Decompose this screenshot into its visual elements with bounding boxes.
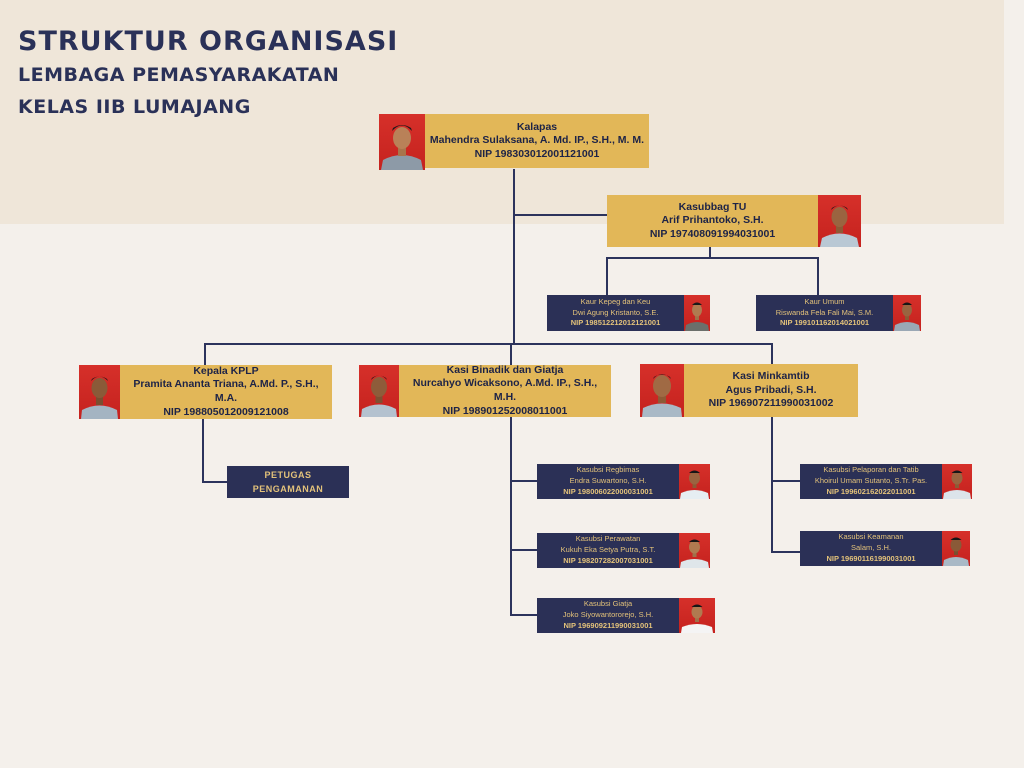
- connector-line: [202, 481, 227, 483]
- node-name: Dwi Agung Kristanto, S.E.: [572, 307, 659, 317]
- node-nip: NIP 198207282007031001: [563, 555, 653, 565]
- header-band: [0, 0, 1004, 224]
- node-nip: NIP 197408091994031001: [649, 227, 776, 240]
- connector-line: [510, 549, 537, 551]
- kalapas-photo: [379, 114, 425, 170]
- connector-line: [817, 257, 819, 295]
- node-name: Kukuh Eka Setya Putra, S.T.: [560, 545, 656, 555]
- node-role: Kasubbag TU: [678, 200, 747, 213]
- node-name: Khoirul Umam Sutanto, S.Tr. Pas.: [814, 476, 928, 486]
- kepala-kplp-photo: [79, 365, 120, 419]
- connector-line: [202, 419, 204, 482]
- node-nip: NIP 198512212012121001: [570, 318, 661, 328]
- kasubsi-keamanan-photo: [942, 531, 970, 566]
- connector-line: [510, 614, 537, 616]
- kasubsi-perawatan-box: Kasubsi Perawatan Kukuh Eka Setya Putra,…: [537, 533, 679, 568]
- kaur-umum-photo: [893, 295, 921, 331]
- node-role: Kasubsi Pelaporan dan Tatib: [823, 465, 919, 475]
- node-role: Kasubsi Perawatan: [575, 534, 641, 544]
- node-name: Nurcahyo Wicaksono, A.Md. IP., S.H., M.H…: [412, 377, 598, 403]
- node-name: Riswanda Fela Fali Mai, S.M.: [775, 307, 874, 317]
- kasubsi-giatja-photo: [679, 598, 715, 633]
- node-name: Agus Pribadi, S.H.: [725, 383, 817, 396]
- connector-line: [771, 480, 800, 482]
- connector-line: [510, 417, 512, 615]
- connector-line: [606, 257, 608, 295]
- kaur-kepeg-photo: [684, 295, 710, 331]
- node-nip: NIP 196901161990031001: [826, 553, 916, 563]
- kasi-binadik-photo: [359, 365, 399, 417]
- node-nip: NIP 199101162014021001: [779, 318, 870, 328]
- kasubbag-tu-box: Kasubbag TU Arif Prihantoko, S.H. NIP 19…: [607, 195, 818, 247]
- kasubsi-regbimas-box: Kasubsi Regbimas Endra Suwartono, S.H. N…: [537, 464, 679, 499]
- connector-line: [204, 343, 773, 345]
- node-nip: NIP 198006022000031001: [563, 486, 653, 496]
- kaur-kepeg-box: Kaur Kepeg dan Keu Dwi Agung Kristanto, …: [547, 295, 684, 331]
- node-role: Kasubsi Keamanan: [838, 532, 904, 542]
- node-role: Kalapas: [516, 120, 558, 133]
- connector-line: [510, 480, 537, 482]
- kasubbag-tu-photo: [818, 195, 861, 247]
- connector-line: [606, 257, 818, 259]
- kasi-minkamtib-photo: [640, 364, 684, 417]
- kasubsi-pelaporan-box: Kasubsi Pelaporan dan Tatib Khoirul Umam…: [800, 464, 942, 499]
- node-role: Kaur Kepeg dan Keu: [580, 296, 651, 306]
- node-role: Kasi Binadik dan Giatja: [446, 365, 564, 376]
- petugas-pengamanan-box: PETUGAS PENGAMANAN: [227, 466, 349, 498]
- node-nip: NIP 198303012001121001: [474, 147, 600, 160]
- kasubsi-regbimas-photo: [679, 464, 710, 499]
- node-role: Kasubsi Giatja: [583, 599, 633, 609]
- kasubsi-pelaporan-photo: [942, 464, 972, 499]
- connector-line: [513, 169, 515, 344]
- node-role: Kasubsi Regbimas: [576, 465, 640, 475]
- page-title: STRUKTUR ORGANISASI: [18, 26, 399, 57]
- node-name: Joko Siyowantororejo, S.H.: [562, 610, 654, 620]
- node-nip: NIP 198901252008011001: [442, 404, 568, 417]
- connector-line: [204, 343, 206, 365]
- connector-line: [771, 417, 773, 552]
- node-name: Arif Prihantoko, S.H.: [661, 214, 764, 227]
- node-nip: NIP 196909211990031001: [563, 620, 653, 630]
- node-role: Kaur Umum: [804, 296, 845, 306]
- kaur-umum-box: Kaur Umum Riswanda Fela Fali Mai, S.M. N…: [756, 295, 893, 331]
- page-subtitle-institution: LEMBAGA PEMASYARAKATAN: [18, 64, 340, 86]
- node-name: Endra Suwartono, S.H.: [569, 476, 647, 486]
- node-line: PENGAMANAN: [252, 484, 324, 494]
- node-nip: NIP 196907211990031002: [708, 397, 834, 410]
- connector-line: [510, 343, 512, 365]
- kasubsi-giatja-box: Kasubsi Giatja Joko Siyowantororejo, S.H…: [537, 598, 679, 633]
- node-name: Pramita Ananta Triana, A.Md. P., S.H., M…: [133, 378, 319, 404]
- node-name: Salam, S.H.: [850, 543, 891, 553]
- node-nip: NIP 198805012009121008: [163, 405, 289, 418]
- node-nip: NIP 199602162022011001: [826, 486, 916, 496]
- connector-line: [513, 214, 607, 216]
- kasi-minkamtib-box: Kasi Minkamtib Agus Pribadi, S.H. NIP 19…: [684, 364, 858, 417]
- node-role: Kepala KPLP: [193, 365, 259, 377]
- connector-line: [771, 343, 773, 365]
- page-subtitle-class: KELAS IIB LUMAJANG: [18, 96, 251, 118]
- node-role: Kasi Minkamtib: [732, 370, 810, 383]
- kasubsi-perawatan-photo: [679, 533, 710, 568]
- kasi-binadik-box: Kasi Binadik dan Giatja Nurcahyo Wicakso…: [399, 365, 611, 417]
- node-line: PETUGAS: [264, 469, 312, 480]
- kasubsi-keamanan-box: Kasubsi Keamanan Salam, S.H. NIP 1969011…: [800, 531, 942, 566]
- node-name: Mahendra Sulaksana, A. Md. IP., S.H., M.…: [429, 134, 645, 147]
- kepala-kplp-box: Kepala KPLP Pramita Ananta Triana, A.Md.…: [120, 365, 332, 419]
- kalapas-box: Kalapas Mahendra Sulaksana, A. Md. IP., …: [425, 114, 649, 168]
- connector-line: [709, 247, 711, 258]
- connector-line: [771, 551, 800, 553]
